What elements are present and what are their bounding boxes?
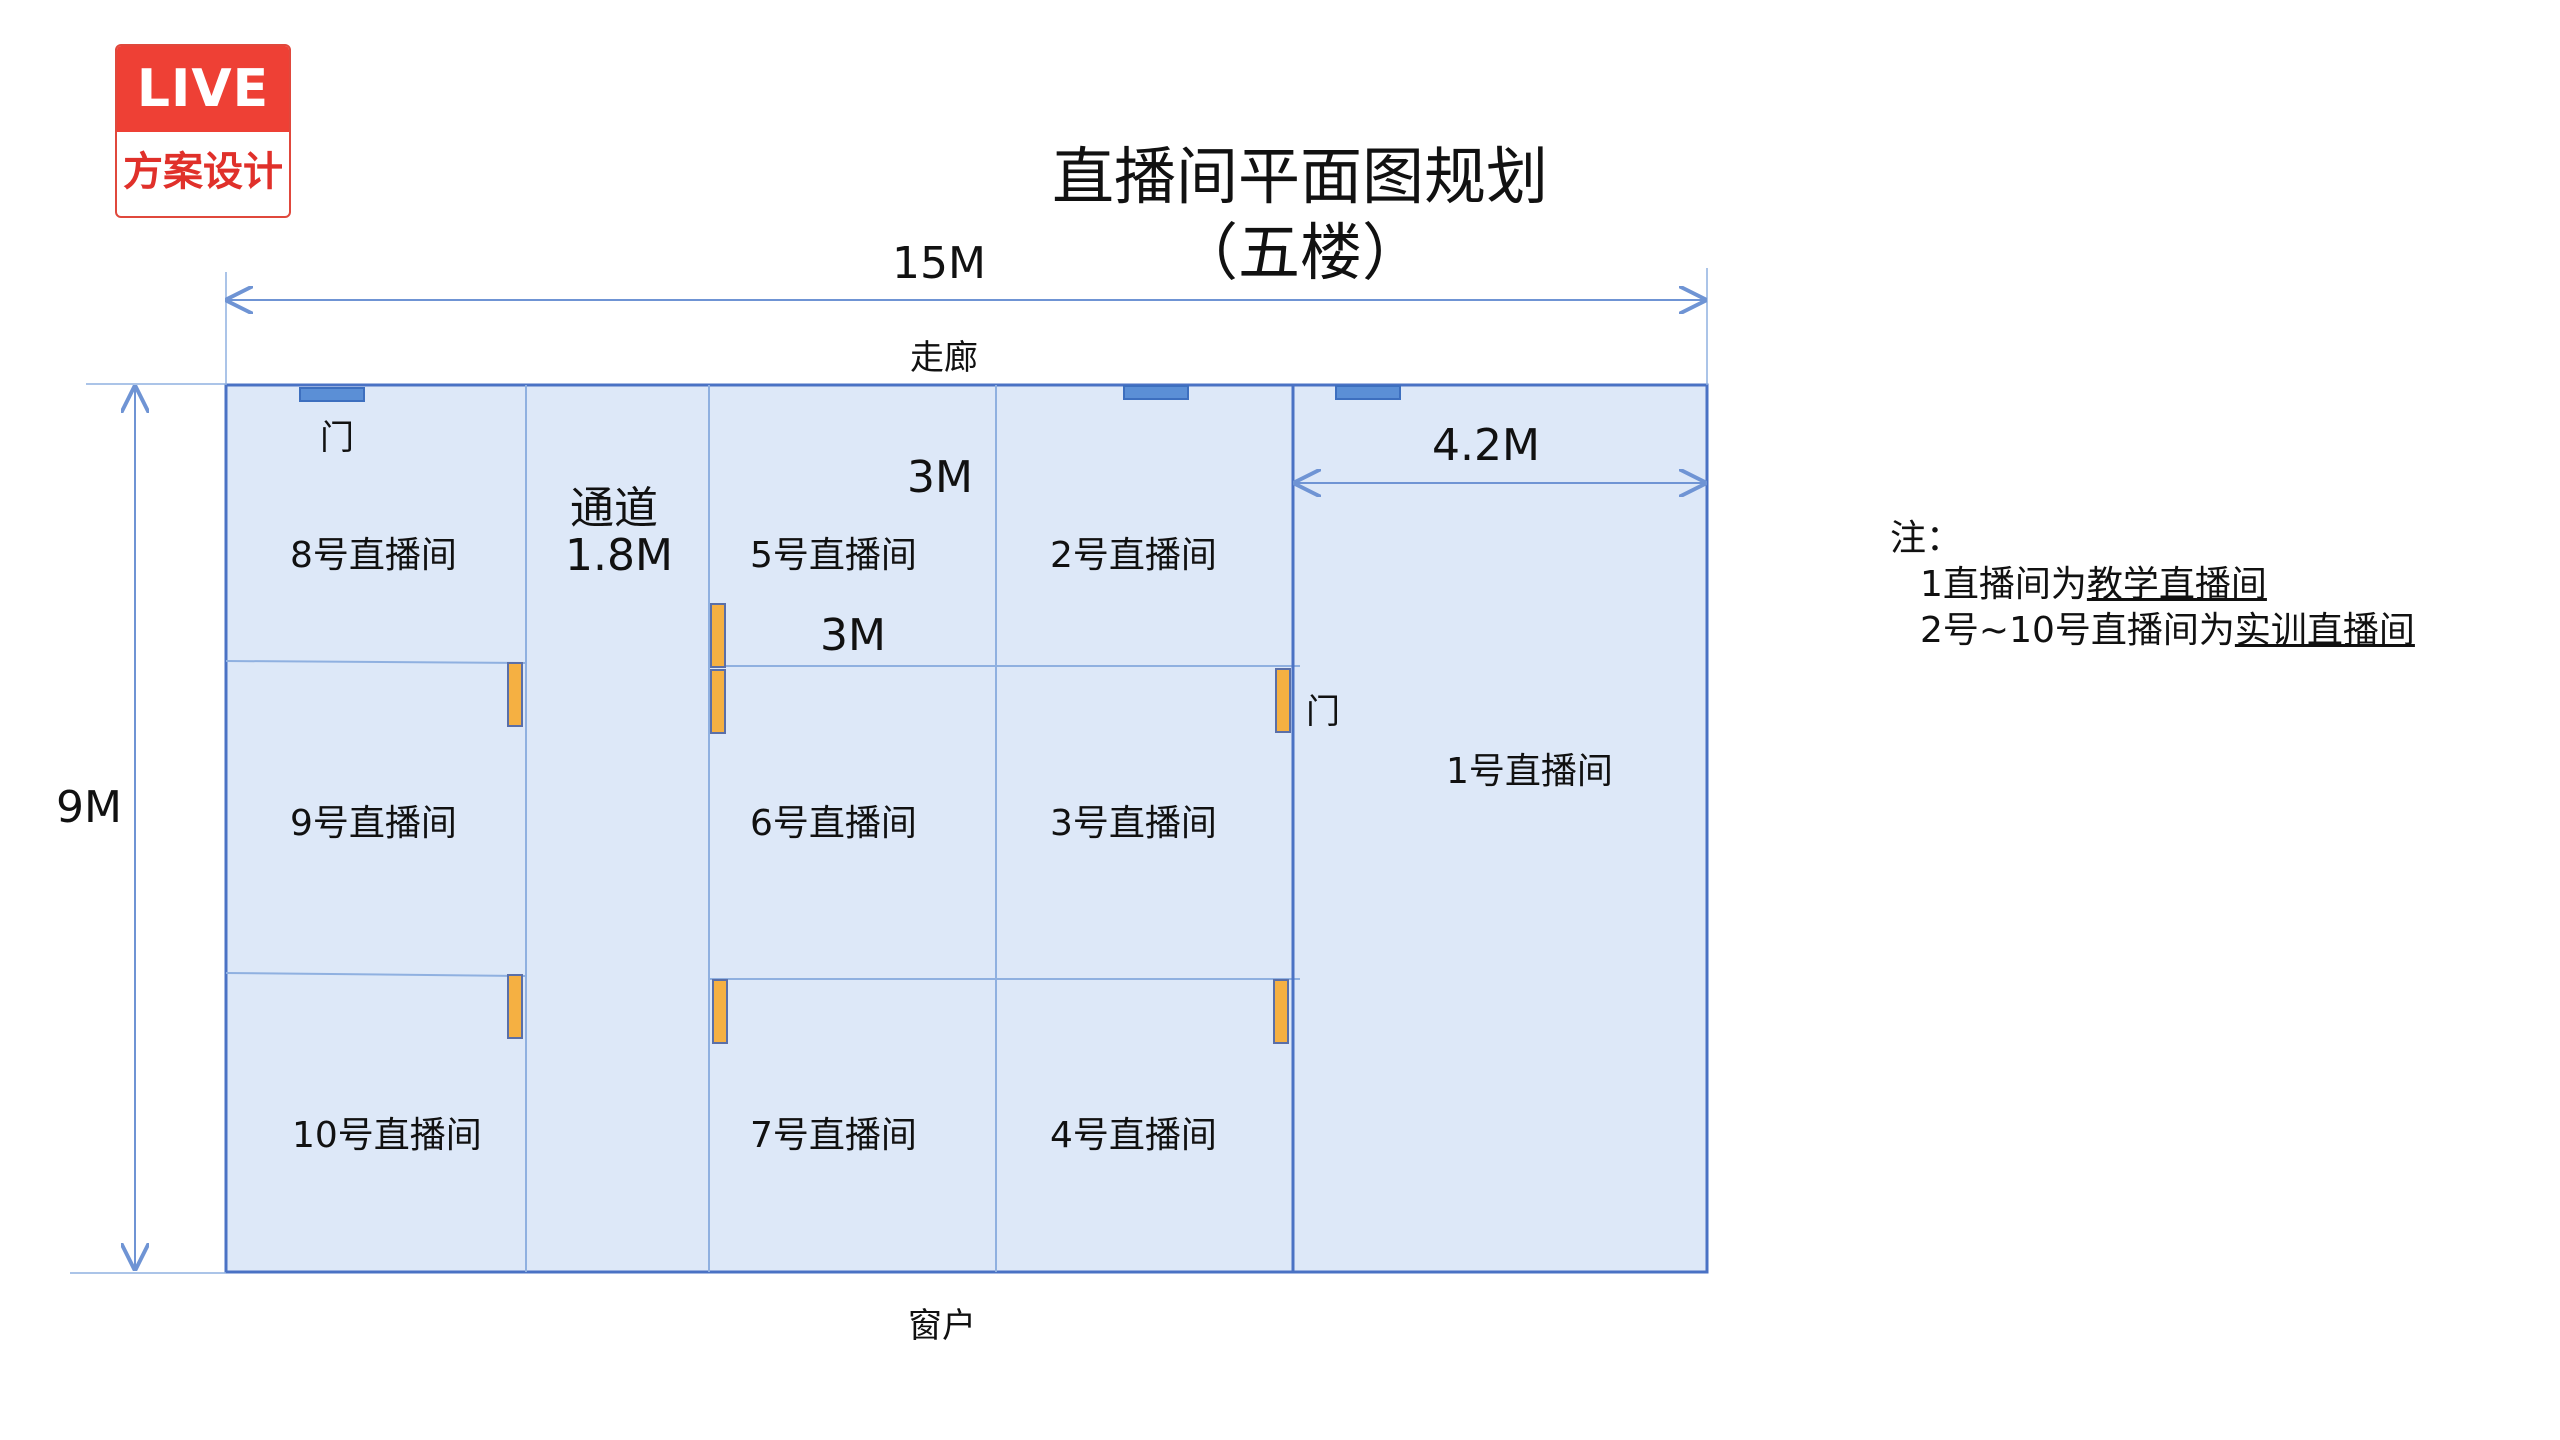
- room-width-upper-label: 3M: [907, 452, 973, 503]
- room1-width-label: 4.2M: [1432, 420, 1540, 471]
- room-label-1: 1号直播间: [1446, 751, 1613, 792]
- note-line-2: 2号~10号直播间为实训直播间: [1890, 608, 2415, 654]
- room-label-10: 10号直播间: [292, 1115, 482, 1156]
- window-label: 窗户: [908, 1306, 976, 1346]
- room-width-middle-label: 3M: [820, 610, 886, 661]
- room-label-9: 9号直播间: [290, 803, 457, 844]
- room-label-4: 4号直播间: [1050, 1115, 1217, 1156]
- note-heading: 注：: [1890, 518, 1963, 559]
- channel-label: 通道: [570, 483, 658, 534]
- logo-bottom-text: 方案设计: [123, 149, 283, 195]
- interior-walls: [225, 385, 1300, 1272]
- door-label-top: 门: [320, 418, 354, 458]
- side-doors: [507, 603, 1291, 1044]
- logo-top-text: LIVE: [117, 46, 289, 132]
- width-dimension-label: 15M: [892, 238, 986, 289]
- note-line-1-prefix: 1直播间为: [1920, 564, 2087, 605]
- room-label-5: 5号直播间: [750, 535, 917, 576]
- door-room5: [710, 603, 726, 668]
- door-room3: [1275, 668, 1291, 733]
- door-top-2: [1123, 385, 1189, 400]
- page-subtitle: （五楼）: [1175, 216, 1424, 289]
- door-top-8: [299, 387, 365, 402]
- door-room9: [507, 662, 523, 727]
- note-line-2-prefix: 2号~10号直播间为: [1920, 610, 2235, 651]
- door-room4: [1273, 979, 1289, 1044]
- page-title: 直播间平面图规划: [1051, 140, 1548, 213]
- door-room10: [507, 974, 523, 1039]
- live-logo: LIVE 方案设计: [115, 44, 291, 218]
- door-room6: [710, 669, 726, 734]
- note-line-2-emphasis: 实训直播间: [2234, 610, 2415, 651]
- room-label-6: 6号直播间: [750, 803, 917, 844]
- door-label-side: 门: [1306, 692, 1340, 732]
- room-label-2: 2号直播间: [1050, 535, 1217, 576]
- corridor-label: 走廊: [910, 338, 978, 378]
- building-outline: [224, 383, 1709, 1274]
- note-line-1: 1直播间为教学直播间: [1890, 562, 2415, 608]
- room-label-8: 8号直播间: [290, 535, 457, 576]
- channel-width-label: 1.8M: [565, 530, 673, 581]
- height-dimension-label: 9M: [56, 782, 122, 833]
- room-label-7: 7号直播间: [750, 1115, 917, 1156]
- note-block: 注： 1直播间为教学直播间 2号~10号直播间为实训直播间: [1890, 516, 2415, 654]
- room-label-3: 3号直播间: [1050, 803, 1217, 844]
- door-top-1: [1335, 385, 1401, 400]
- door-room7: [712, 979, 728, 1044]
- note-line-1-emphasis: 教学直播间: [2086, 564, 2267, 605]
